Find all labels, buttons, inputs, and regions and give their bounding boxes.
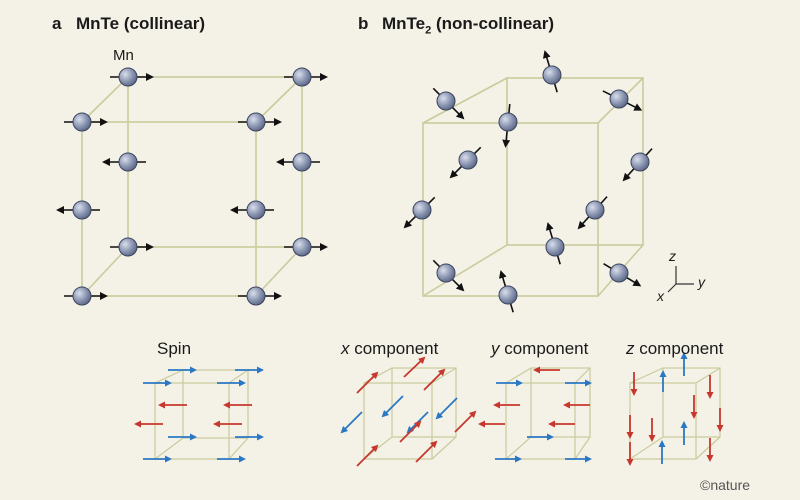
atom-a-3	[64, 112, 108, 132]
x-arrow-6	[340, 411, 363, 434]
cube-z-component	[629, 367, 721, 460]
x-arrow-5	[435, 397, 458, 420]
mn-atom	[498, 112, 518, 132]
x-component-label: x component	[341, 339, 439, 358]
mn-atom	[292, 67, 312, 87]
mn-atom	[609, 89, 629, 109]
mn-atom	[630, 152, 650, 172]
cube-y-component	[505, 367, 591, 460]
mn-atom	[72, 286, 92, 306]
mn-atom	[412, 200, 432, 220]
x-arrow-10	[356, 444, 379, 467]
x-arrow-2	[403, 356, 426, 378]
mn-atom	[118, 237, 138, 257]
mn-atom	[498, 285, 518, 305]
axis-z-label: z	[669, 248, 676, 264]
mn-atom	[609, 263, 629, 283]
atom-a-4	[238, 112, 282, 132]
mn-atom	[436, 263, 456, 283]
mn-atom	[118, 152, 138, 172]
atom-a-9	[110, 237, 154, 257]
panel-b-title: MnTe2 (non-collinear)	[382, 14, 555, 37]
mn-atom-label: Mn	[113, 47, 134, 64]
mn-atom	[246, 200, 266, 220]
mn-atom	[436, 91, 456, 111]
atom-a-12	[238, 286, 282, 306]
atom-b-12	[603, 263, 642, 287]
atom-a-7	[56, 200, 100, 220]
x-arrow-4	[381, 395, 404, 418]
cube-spin	[154, 369, 249, 460]
nature-credit: ©nature	[700, 477, 751, 493]
atom-b-11	[498, 270, 518, 313]
panel-a-letter: a	[52, 14, 62, 33]
x-arrow-8	[399, 420, 422, 443]
axis-x-label: x	[657, 288, 664, 304]
x-arrow-1	[356, 371, 379, 394]
atom-b-4	[498, 104, 518, 148]
atom-b-3	[602, 89, 643, 111]
mn-atom	[545, 237, 565, 257]
atom-a-8	[230, 200, 274, 220]
atom-a-5	[102, 152, 146, 172]
atom-b-6	[622, 148, 653, 182]
axis-triad	[667, 266, 694, 293]
atom-a-11	[64, 286, 108, 306]
mn-atom	[542, 65, 562, 85]
mn-atom	[292, 237, 312, 257]
spin-label: Spin	[157, 339, 192, 358]
x-arrow-3	[423, 368, 446, 391]
x-arrow-7	[406, 411, 429, 434]
x-arrow-11	[415, 440, 438, 463]
axis-y-label: y	[698, 274, 705, 290]
mn-atom	[118, 67, 138, 87]
atom-b-7	[403, 196, 436, 229]
atom-a-6	[276, 152, 320, 172]
atom-a-2	[284, 67, 328, 87]
atom-a-1	[110, 67, 154, 87]
atom-b-8	[577, 196, 608, 230]
mn-atom	[246, 286, 266, 306]
atom-b-1	[432, 87, 465, 120]
y-component-label: y component	[491, 339, 589, 358]
panel-b-letter: b	[358, 14, 369, 33]
cube-mnte	[81, 76, 303, 297]
mn-atom	[585, 200, 605, 220]
x-arrow-9	[454, 410, 477, 433]
mn-atom	[458, 150, 478, 170]
atom-a-10	[284, 237, 328, 257]
mn-atom	[72, 112, 92, 132]
atom-b-5	[449, 146, 482, 179]
mn-atom	[246, 112, 266, 132]
mn-atom	[72, 200, 92, 220]
mn-atom	[292, 152, 312, 172]
panel-a-title: MnTe (collinear)	[76, 14, 206, 33]
atom-b-10	[432, 259, 465, 292]
atom-b-9	[545, 222, 565, 265]
z-component-label: z component	[626, 339, 724, 358]
atom-b-2	[542, 50, 562, 93]
